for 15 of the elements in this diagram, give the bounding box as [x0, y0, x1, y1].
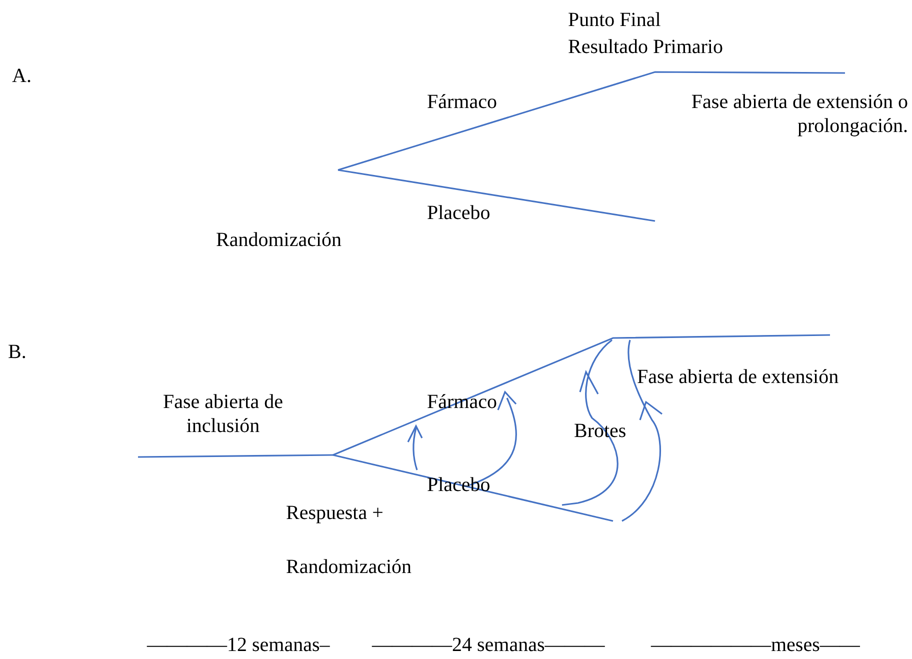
endpoint-label: Punto Final — [568, 8, 661, 32]
arm-label: Fármaco — [427, 90, 497, 114]
endpoint-label: Resultado Primario — [568, 35, 723, 59]
panel-label: B. — [8, 340, 26, 364]
step-label: Randomización — [216, 228, 342, 252]
duration-label: ————12 semanas– — [147, 633, 330, 657]
phase-label: Fase abierta de extensión o prolongación. — [690, 90, 908, 138]
step-label: Randomización — [286, 555, 412, 579]
step-label: Respuesta + — [286, 501, 384, 525]
duration-label: ——————meses—— — [651, 633, 860, 657]
panel-label: A. — [12, 64, 32, 88]
duration-label: ————24 semanas——— — [372, 633, 605, 657]
phase-label: Fase abierta de extensión — [637, 365, 839, 389]
arm-label: Placebo — [427, 201, 490, 225]
phase-label: Fase abierta de inclusión — [162, 390, 284, 438]
